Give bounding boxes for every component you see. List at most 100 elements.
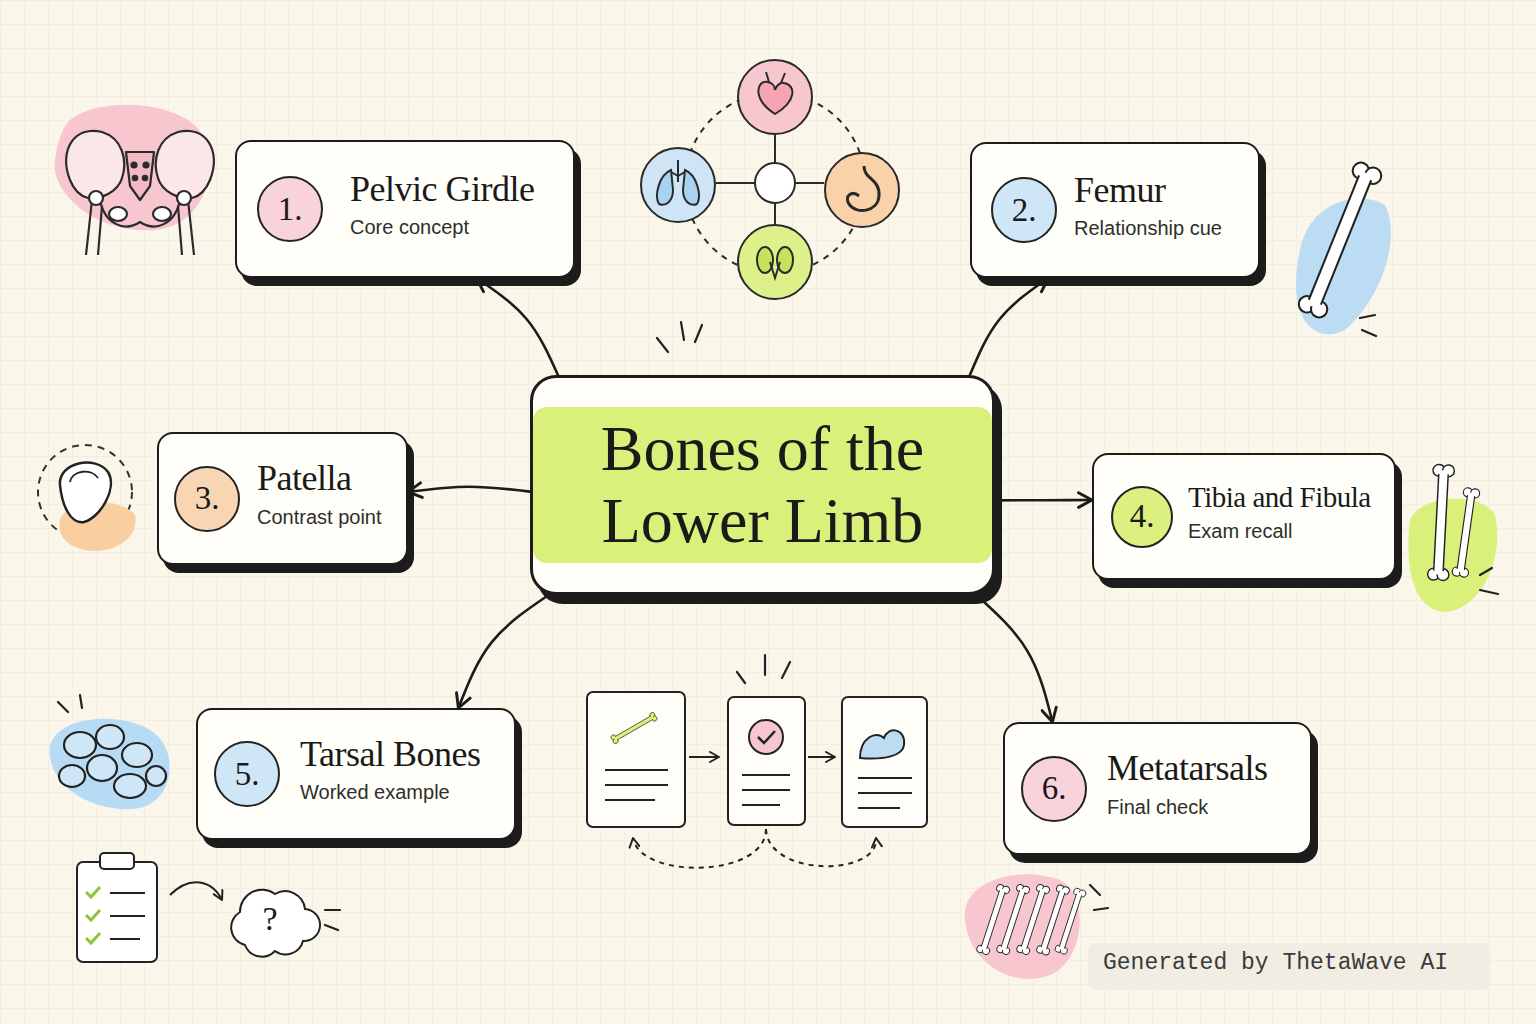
pelvic-ring [100,200,180,226]
topic-box: FemurRelationship cue2. [970,142,1260,278]
text-column: Tibia and FibulaExam recall [1188,482,1371,543]
topic-box: Pelvic GirdleCore concept 1. [235,140,575,278]
topic-heading: Patella [257,460,382,498]
lung-icon [657,170,673,205]
text-line [742,775,790,805]
flow-illustration [587,692,927,868]
text-column: Tarsal BonesWorked example [300,736,480,805]
clipboard-clip [100,853,134,869]
pelvis-illustration [55,105,214,255]
flow-card [587,692,685,827]
tarsal-pebble [59,765,85,787]
topic-subtitle: Exam recall [1188,520,1371,543]
flow-card [728,697,805,825]
question-mark: ? [255,902,285,936]
femoral-head [177,191,191,205]
tarsal-pebble [122,743,152,767]
topic-box: Tarsal BonesWorked example 5. [196,708,516,840]
loop-arrow [633,829,766,868]
number-badge: 4. [1111,486,1173,548]
topic-subtitle: Core concept [350,216,534,239]
connector-arrow [995,499,1092,502]
obturator [109,207,127,221]
number-badge: 5. [214,741,280,807]
ureter [770,262,780,278]
iliac-wing [66,131,124,198]
metatarsal-icon [1054,887,1086,954]
text-column: PatellaContrast point [257,460,382,529]
loop-arrow [766,829,876,866]
topic-box: MetatarsalsFinal check 6. [1003,722,1312,855]
heart-vessel [766,72,785,83]
callout-number: 6. [1042,772,1067,805]
number-badge: 1. [257,176,323,242]
sacrum [126,152,154,200]
topic-box: PatellaContrast point 3. [157,432,408,565]
number-badge: 3. [174,466,240,532]
flow-card [842,697,927,827]
callout-number: 2. [1012,194,1037,227]
tarsal-pebble [96,725,124,749]
femur-icon [1296,160,1383,320]
text-column: Pelvic GirdleCore concept [350,171,534,240]
patella-icon [60,463,111,523]
topic-heading: Tibia and Fibula [1188,482,1371,512]
topic-subtitle: Final check [1107,796,1267,819]
text-line [858,778,912,808]
trachea [671,160,685,182]
icon-circle [641,148,715,222]
organ-cluster [641,60,899,299]
kidney-icon [757,247,773,273]
callout-number: 5. [235,758,260,791]
topic-subtitle: Worked example [300,781,480,804]
patella-detail [70,472,98,482]
icon-circle [738,60,812,134]
color-blob [1408,499,1497,612]
connector-arrow [976,595,1052,722]
fibula-icon [1452,487,1481,578]
clipboard-illustration [77,853,320,962]
connector-arrow [458,595,548,708]
tarsal-pebble [87,755,117,781]
watermark-box [1088,943,1490,990]
sacral-hole [143,176,147,180]
thought-cloud [231,890,320,957]
spark-mark [58,315,1498,930]
color-blob [965,874,1080,979]
sacral-hole [133,176,137,180]
number-badge: 2. [991,177,1057,243]
topic-title: Bones of the Lower Limb [533,407,992,562]
sacral-hole [132,163,137,168]
connector-tick [716,135,824,224]
topic-subtitle: Contrast point [257,506,382,529]
muscle-icon [860,730,904,758]
topic-heading: Metatarsals [1107,750,1267,788]
tarsal-pebble [64,732,96,758]
femoral-head [89,191,103,205]
iliac-wing [156,131,214,198]
icon-circle [738,225,812,299]
connector-arrow [408,487,530,492]
tarsal-pebble [146,766,166,786]
central-topic: Bones of the Lower Limb [530,375,995,595]
callout-number: 1. [278,193,303,226]
heart-icon [758,82,792,114]
check-mark [758,731,775,743]
icon-circle [825,153,899,227]
femur-stub [86,200,194,255]
tibia-icon [1427,464,1454,581]
bone-icon [610,712,658,745]
text-column: MetatarsalsFinal check [1107,750,1267,819]
sacral-hole [144,163,149,168]
curved-arrow [170,882,222,900]
flow-arrow [808,756,835,758]
topic-box: Tibia and FibulaExam recall4. [1092,453,1396,580]
flow-arrow [689,756,719,758]
lung-icon [683,170,699,205]
topic-heading: Pelvic Girdle [350,171,534,209]
text-line [110,893,145,939]
obturator [153,207,171,221]
